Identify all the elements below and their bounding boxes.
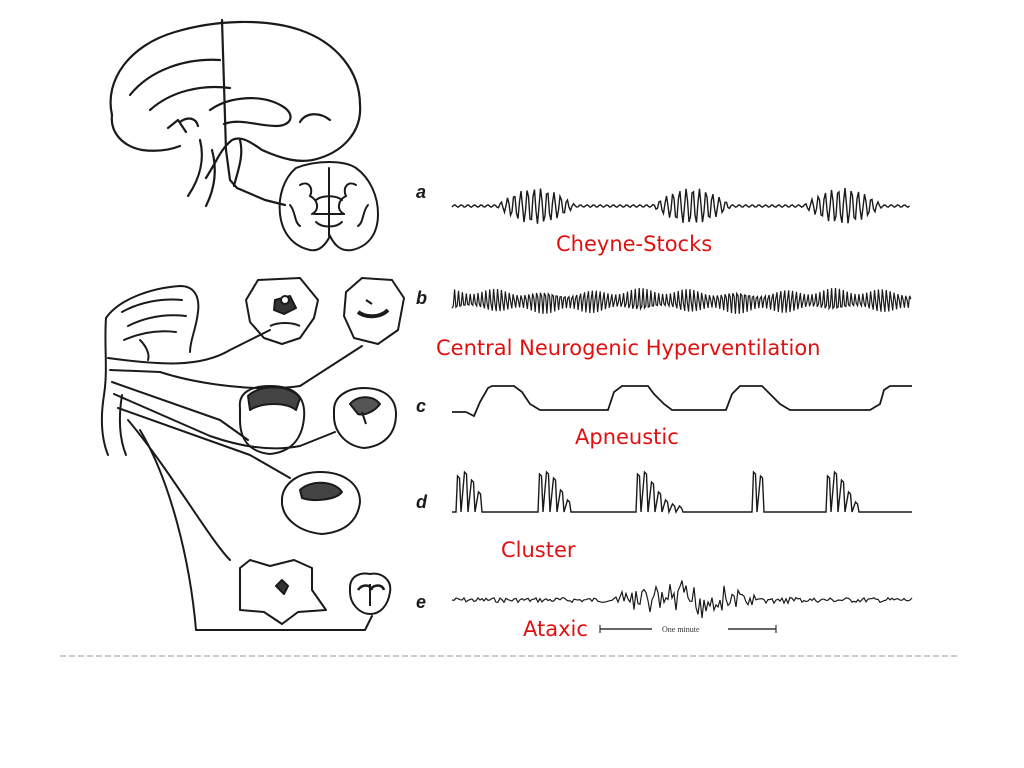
cross-section-d xyxy=(281,471,361,535)
cross-section-e-right xyxy=(349,572,392,615)
cross-section-c-left xyxy=(238,385,306,455)
coronal-brain-drawing xyxy=(278,161,380,252)
brain-sagittal-drawing xyxy=(109,18,362,208)
brainstem-drawing xyxy=(100,285,200,456)
caption-cluster: Cluster xyxy=(501,538,576,562)
caption-ataxic: Ataxic xyxy=(523,617,588,641)
panel-letter-e: e xyxy=(416,592,426,612)
cross-section-b-right xyxy=(343,277,405,345)
scale-bar-label: One minute xyxy=(662,625,700,634)
waveform-cluster xyxy=(452,470,912,515)
panel-letter-d: d xyxy=(416,492,428,512)
caption-hyperventilation: Central Neurogenic Hyperventilation xyxy=(436,336,820,360)
waveform-hyperventilation xyxy=(451,288,912,314)
cross-section-b-left xyxy=(245,277,319,345)
time-scale-bar: One minute xyxy=(599,625,777,634)
panel-letter-a: a xyxy=(416,182,426,202)
panel-letter-c: c xyxy=(416,396,426,416)
cross-section-c-right xyxy=(333,387,397,449)
waveform-cheyne-stokes xyxy=(451,188,910,224)
cross-section-e-left xyxy=(239,559,327,625)
waveform-ataxic xyxy=(451,580,913,619)
caption-cheyne-stokes: Cheyne-Stocks xyxy=(556,232,712,256)
panel-letter-b: b xyxy=(416,288,427,308)
caption-apneustic: Apneustic xyxy=(575,425,679,449)
connector-lines xyxy=(107,329,373,631)
waveform-apneustic xyxy=(452,385,912,418)
